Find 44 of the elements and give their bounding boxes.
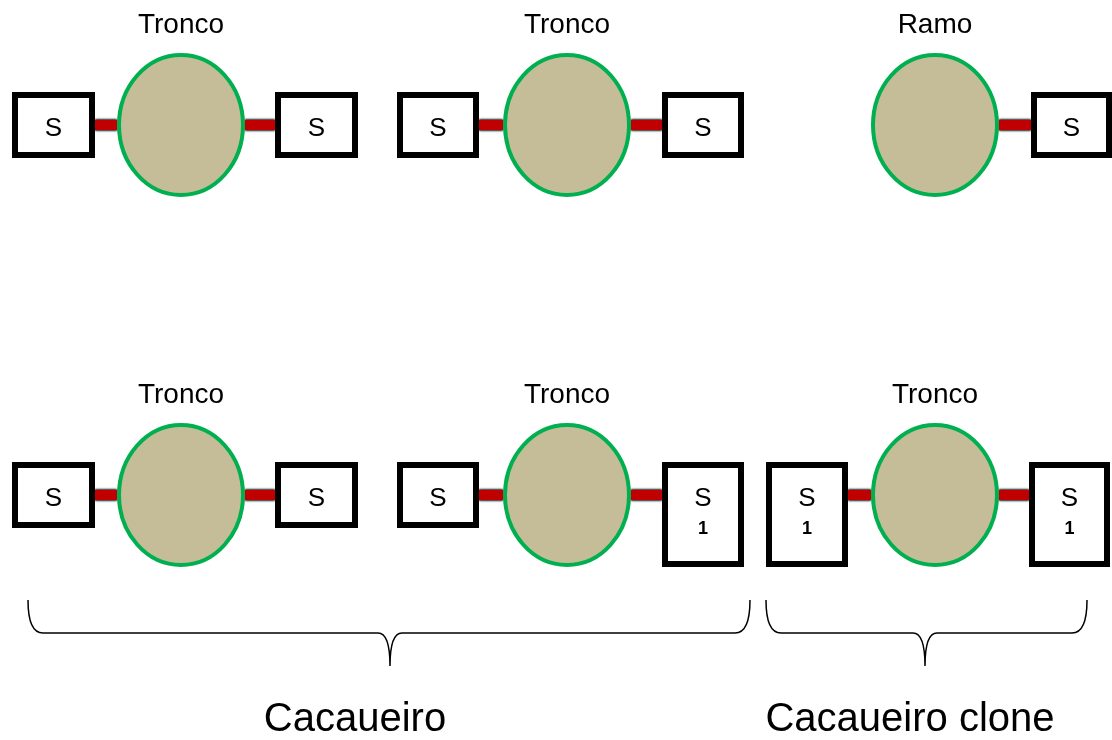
box-label: S [307,112,326,142]
s-box [275,462,358,528]
s-box [397,462,479,528]
box-label: S [429,112,447,142]
node-title: Ramo [897,7,973,41]
s-box [12,462,95,528]
box-label: S [44,482,63,512]
node-title: Tronco [137,7,225,41]
group-label: Cacaueiro [263,694,447,740]
node-title: Tronco [523,377,611,411]
node-title: Tronco [523,7,611,41]
connector-bar [479,120,503,130]
s-box [662,462,744,567]
node-title: Tronco [137,377,225,411]
connector-bar [848,490,871,500]
node-title: Tronco [891,377,979,411]
s-box [275,92,358,158]
s-box [1031,92,1112,158]
box-label: S [694,482,712,512]
connector-bar [631,120,662,130]
s-box [662,92,744,158]
box-label: S [1060,482,1079,512]
connector-bar [479,490,503,500]
box-label: S [798,482,816,512]
connector-bar [95,490,117,500]
connector-bar [95,120,117,130]
connector-bar [245,120,275,130]
connector-bar [999,490,1029,500]
s-box [12,92,95,158]
box-label: S [694,112,712,142]
group-label: Cacaueiro clone [765,694,1055,740]
connector-bar [631,490,662,500]
box-label: S [44,112,63,142]
connector-bar [245,490,275,500]
s-box [766,462,848,567]
box-label: S [1062,112,1081,142]
box-label: S [429,482,447,512]
box-number: 1 [698,517,708,540]
box-number: 1 [1064,517,1075,540]
s-box [397,92,479,158]
box-label: S [307,482,326,512]
s-box [1029,462,1110,567]
box-number: 1 [802,517,812,540]
connector-bar [999,120,1031,130]
